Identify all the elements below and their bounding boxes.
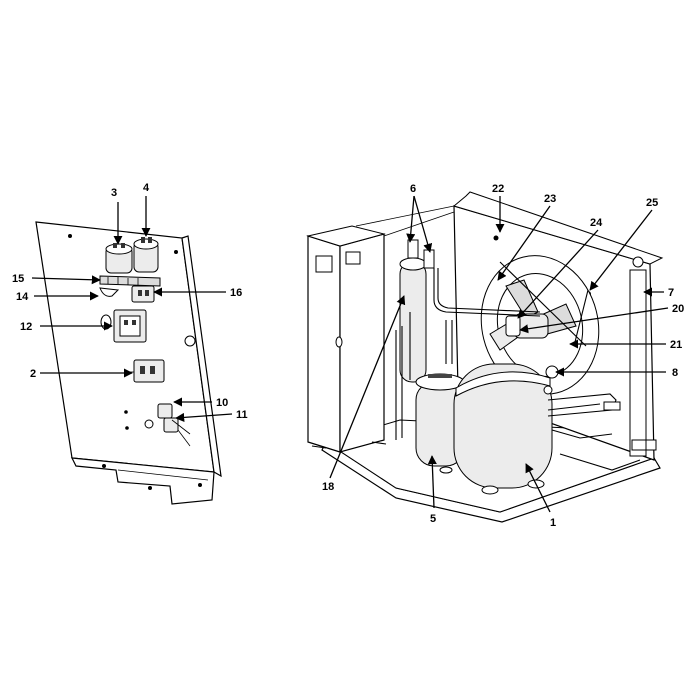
callout-21: 21 <box>670 339 682 351</box>
callout-23: 23 <box>544 193 556 205</box>
callout-8: 8 <box>672 367 678 379</box>
callout-labels: 3 4 15 14 16 12 2 10 11 6 22 23 24 25 7 … <box>12 182 684 529</box>
callout-3: 3 <box>111 187 117 199</box>
contactor <box>100 309 147 343</box>
callout-12: 12 <box>20 321 32 333</box>
callout-16: 16 <box>230 287 242 299</box>
callout-15: 15 <box>12 273 24 285</box>
callout-25: 25 <box>646 197 658 209</box>
callout-1: 1 <box>550 517 556 529</box>
callout-20: 20 <box>672 303 684 315</box>
callout-24: 24 <box>590 217 603 229</box>
relay <box>131 285 155 303</box>
callout-2: 2 <box>30 368 36 380</box>
callout-22: 22 <box>492 183 504 195</box>
callout-11: 11 <box>236 409 248 421</box>
run-capacitor <box>105 243 133 274</box>
callout-18: 18 <box>322 481 334 493</box>
pressure-switches <box>144 403 191 447</box>
callout-14: 14 <box>16 291 29 303</box>
leader-lines <box>31 195 669 513</box>
callout-6: 6 <box>410 183 416 195</box>
condensing-unit <box>306 191 664 523</box>
transformer <box>128 359 165 383</box>
callout-7: 7 <box>668 287 674 299</box>
capacitor-bracket <box>99 287 120 297</box>
callout-5: 5 <box>430 513 436 525</box>
callout-10: 10 <box>216 397 228 409</box>
capacitor-strap <box>99 275 161 287</box>
start-capacitor <box>133 237 159 273</box>
callout-4: 4 <box>143 182 150 194</box>
